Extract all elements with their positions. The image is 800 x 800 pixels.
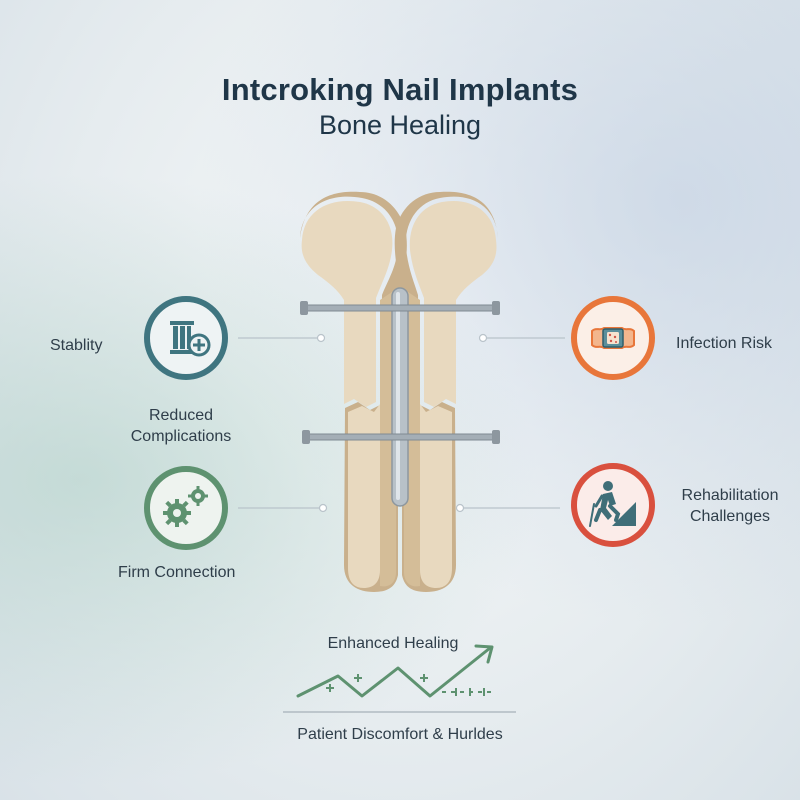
gears-icon (143, 465, 229, 556)
label-patient-discomfort: Patient Discomfort & Hurldes (297, 726, 503, 743)
page-title: Intcroking Nail Implants (221, 72, 579, 107)
trend-arrow-icon (296, 644, 496, 698)
label-rehab-line1: Rehabilitation (681, 487, 779, 504)
right-bone (394, 191, 498, 593)
label-firm-connection: Firm Connection (118, 564, 236, 581)
label-reduced-complications: Reduced Complications (110, 405, 252, 447)
intramedullary-nail (391, 287, 409, 507)
label-enhanced-healing: Enhanced Healing (327, 635, 459, 652)
label-stability: Stablity (50, 337, 103, 354)
connector-lines (238, 337, 565, 509)
label-reduced-complications-line1: Reduced (148, 407, 214, 424)
upper-screw (300, 301, 500, 315)
label-infection-risk: Infection Risk (676, 335, 773, 352)
lower-screw (302, 430, 500, 444)
label-reduced-complications-line2: Complications (130, 428, 232, 445)
hiker-climbing-icon (570, 462, 656, 553)
label-rehab-line2: Challenges (689, 508, 771, 525)
left-bone (300, 191, 407, 593)
label-rehabilitation-challenges: Rehabilitation Challenges (666, 485, 794, 527)
stability-column-plus-icon (143, 295, 229, 386)
bandage-icon (570, 295, 656, 386)
page-subtitle: Bone Healing (318, 110, 482, 140)
